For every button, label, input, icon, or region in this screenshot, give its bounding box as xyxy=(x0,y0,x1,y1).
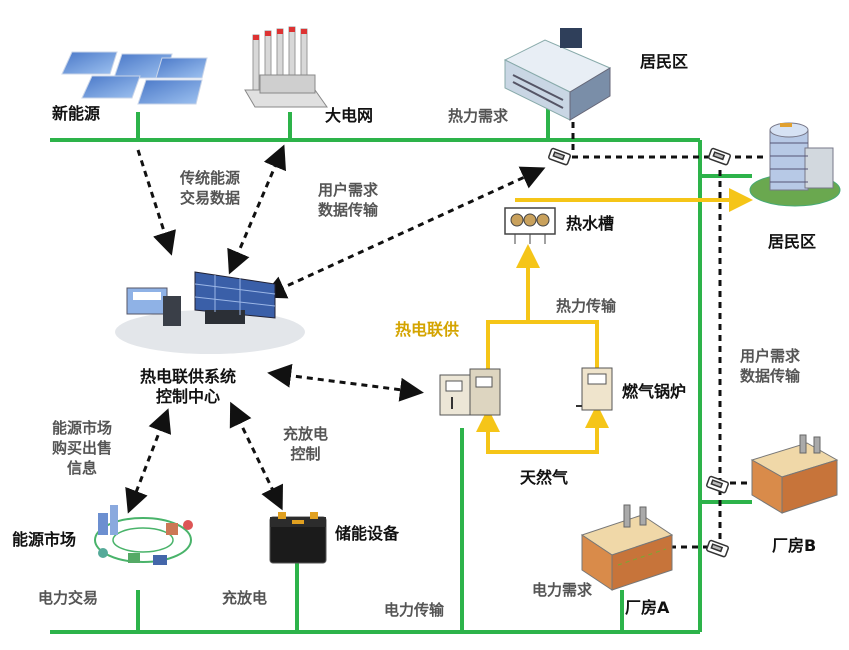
power-lines xyxy=(50,100,752,634)
link-center-storage xyxy=(229,401,283,511)
label-charge-control: 充放电 控制 xyxy=(283,424,328,464)
label-energy-market: 能源市场 xyxy=(12,530,77,549)
link-center-chp xyxy=(267,363,424,402)
label-factory-b: 厂房B xyxy=(772,536,817,555)
user-demand-2-line-1: 用户需求 xyxy=(740,347,801,365)
label-heat-transfer: 热力传输 xyxy=(556,297,617,315)
factory-icon-b xyxy=(750,434,839,514)
market-network-icon xyxy=(94,505,193,565)
label-storage: 储能设备 xyxy=(335,524,400,543)
heat-lines xyxy=(476,188,753,454)
label-gas-boiler: 燃气锅炉 xyxy=(622,382,687,401)
control-center-line-1: 热电联供系统 xyxy=(140,367,237,386)
label-user-demand-2: 用户需求 数据传输 xyxy=(740,346,800,386)
label-chp: 热电联供 xyxy=(395,320,460,339)
user-demand-1-line-2: 数据传输 xyxy=(318,201,379,219)
label-natural-gas: 天然气 xyxy=(520,468,569,487)
heat-loop-top xyxy=(486,320,599,380)
charge-control-line-1: 充放电 xyxy=(283,425,329,443)
traditional-trade-line-2: 交易数据 xyxy=(180,189,241,207)
data-links xyxy=(125,100,765,549)
label-charge-discharge: 充放电 xyxy=(222,589,268,607)
user-demand-1-line-1: 用户需求 xyxy=(318,181,379,199)
charge-control-line-2: 控制 xyxy=(290,445,321,463)
label-factory-a: 厂房A xyxy=(625,598,670,617)
link-grid-center xyxy=(227,144,286,275)
market-info-line-1: 能源市场 xyxy=(52,419,113,437)
label-power-trade: 电力交易 xyxy=(38,589,99,607)
market-info-line-3: 信息 xyxy=(67,459,98,477)
chp-unit-icon xyxy=(439,368,501,416)
label-power-transfer: 电力传输 xyxy=(384,601,445,619)
label-grid: 大电网 xyxy=(325,106,374,125)
solar-panel-icon xyxy=(61,51,208,105)
gas-loop xyxy=(486,404,609,454)
meter-icon xyxy=(548,147,731,558)
battery-icon xyxy=(269,512,327,564)
traditional-trade-line-1: 传统能源 xyxy=(180,169,241,187)
link-center-market xyxy=(125,408,172,514)
control-center-line-2: 控制中心 xyxy=(156,387,221,406)
label-market-info: 能源市场 购买出售 信息 xyxy=(52,418,112,478)
link-center-meter xyxy=(261,166,546,299)
office-tower-icon xyxy=(749,122,841,207)
apartment-icon xyxy=(503,28,612,121)
label-user-demand-1: 用户需求 数据传输 xyxy=(318,180,378,220)
link-new-energy-center xyxy=(136,149,176,256)
label-traditional-trade: 传统能源 交易数据 xyxy=(180,168,240,208)
label-residential-2: 居民区 xyxy=(768,232,817,251)
label-residential-1: 居民区 xyxy=(640,52,689,71)
label-hot-water-tank: 热水槽 xyxy=(566,214,615,233)
label-power-demand: 电力需求 xyxy=(532,581,593,599)
control-room-icon xyxy=(115,271,305,354)
water-tank-icon xyxy=(504,207,556,244)
label-heat-demand: 热力需求 xyxy=(448,107,509,125)
label-new-energy: 新能源 xyxy=(52,104,101,123)
factory-icon xyxy=(580,504,674,591)
label-control-center: 热电联供系统 控制中心 xyxy=(140,367,236,407)
power-plant-icon xyxy=(244,26,328,108)
gas-boiler-icon xyxy=(576,367,613,411)
user-demand-2-line-2: 数据传输 xyxy=(740,367,801,385)
market-info-line-2: 购买出售 xyxy=(52,439,113,457)
